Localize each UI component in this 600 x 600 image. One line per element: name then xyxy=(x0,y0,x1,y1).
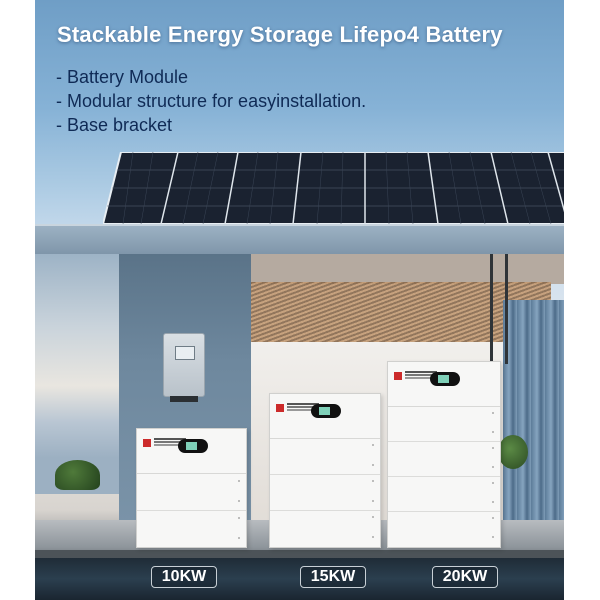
battery-module xyxy=(270,439,380,475)
product-banner: Stackable Energy Storage Lifepo4 Battery… xyxy=(35,0,564,600)
sea-view xyxy=(35,254,119,494)
floor-edge xyxy=(35,550,564,558)
inverter-connectors xyxy=(170,396,198,402)
battery-module xyxy=(388,512,500,546)
battery-module xyxy=(270,475,380,511)
battery-20kw xyxy=(387,361,501,548)
solar-panels-image xyxy=(103,152,564,224)
roof-overhang xyxy=(35,224,564,256)
curtain xyxy=(503,300,564,532)
battery-control-module xyxy=(270,394,380,439)
ceiling xyxy=(251,254,564,284)
battery-control-module xyxy=(388,362,500,407)
feature-list: - Battery Module - Modular structure for… xyxy=(56,65,366,137)
brand-logo-icon xyxy=(143,439,151,447)
brand-text xyxy=(154,438,186,440)
battery-module xyxy=(270,511,380,546)
capacity-label-10kw: 10KW xyxy=(151,566,217,588)
dark-base-strip xyxy=(35,558,564,600)
battery-module xyxy=(388,442,500,477)
plant-icon xyxy=(55,460,100,490)
feature-item: - Modular structure for easyinstallation… xyxy=(56,91,367,111)
wood-slat-ceiling xyxy=(251,282,551,342)
battery-15kw xyxy=(269,393,381,548)
feature-item: - Battery Module xyxy=(56,67,189,87)
inverter-unit xyxy=(163,333,205,402)
battery-control-module xyxy=(137,429,246,474)
brand-logo-icon xyxy=(276,404,284,412)
capacity-label-20kw: 20KW xyxy=(432,566,498,588)
capacity-label-15kw: 15KW xyxy=(300,566,366,588)
battery-module xyxy=(137,474,246,511)
plant-icon xyxy=(498,435,528,469)
headline-title: Stackable Energy Storage Lifepo4 Battery xyxy=(57,22,503,47)
window-beam xyxy=(490,254,493,364)
battery-module xyxy=(388,477,500,512)
lcd-display xyxy=(430,372,460,386)
inverter-display xyxy=(175,346,195,360)
brand-logo-icon xyxy=(394,372,402,380)
feature-item: - Base bracket xyxy=(56,115,173,135)
brand-text xyxy=(405,371,437,373)
window-beam xyxy=(505,254,508,364)
battery-module xyxy=(388,407,500,442)
lcd-display xyxy=(178,439,208,453)
brand-text xyxy=(287,403,319,405)
battery-10kw xyxy=(136,428,247,548)
lcd-display xyxy=(311,404,341,418)
battery-module xyxy=(137,511,246,547)
